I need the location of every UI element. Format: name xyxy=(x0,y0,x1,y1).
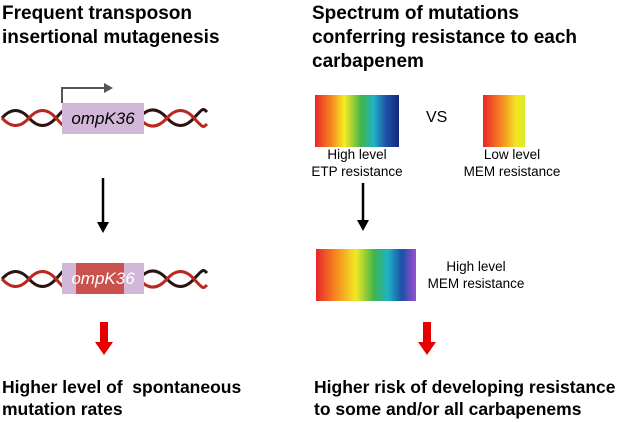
right-result-line2: to some and/or all carbapenems xyxy=(314,399,582,419)
red-arrow-right-icon xyxy=(418,322,436,355)
left-title-line1: Frequent transposon xyxy=(2,3,193,24)
left-result: Higher level of spontaneous mutation rat… xyxy=(2,376,241,420)
etp-label-line1: High level xyxy=(327,147,387,162)
right-title-line1: Spectrum of mutations xyxy=(312,3,519,24)
gene-label-bottom: ompK36 xyxy=(71,268,135,288)
mem-high-line2: MEM resistance xyxy=(427,276,525,291)
gene-label-top: ompK36 xyxy=(71,108,135,128)
mem-high-line1: High level xyxy=(446,259,506,274)
right-title: Spectrum of mutations conferring resista… xyxy=(312,2,577,74)
vs-label: VS xyxy=(426,109,448,126)
down-arrow-right-icon xyxy=(357,183,369,231)
left-title-line2: insertional mutagenesis xyxy=(2,27,220,48)
mem-high-spectrum-bar xyxy=(316,249,416,301)
right-title-line2: conferring resistance to each xyxy=(312,27,578,48)
mem-low-resistance-label: Low level MEM resistance xyxy=(460,146,564,180)
mem-high-resistance-label: High level MEM resistance xyxy=(424,258,528,292)
right-title-line3: carbapenem xyxy=(312,51,424,72)
red-arrow-left-icon xyxy=(95,322,113,355)
left-title: Frequent transposon insertional mutagene… xyxy=(2,2,220,50)
mem-low-spectrum-bar xyxy=(483,95,525,147)
etp-label-line2: ETP resistance xyxy=(311,164,403,179)
down-arrow-left-icon xyxy=(97,178,109,233)
mem-low-line2: MEM resistance xyxy=(463,164,561,179)
right-result-line1: Higher risk of developing resistance xyxy=(314,377,616,397)
transposon-insert xyxy=(76,263,124,294)
left-result-line1: Higher level of spontaneous xyxy=(2,377,242,397)
etp-spectrum-bar xyxy=(315,95,399,147)
gene-box-top xyxy=(62,103,144,134)
promoter-arrow-icon xyxy=(61,83,113,103)
left-result-line2: mutation rates xyxy=(2,399,123,419)
mem-low-line1: Low level xyxy=(483,147,541,162)
etp-resistance-label: High level ETP resistance xyxy=(307,146,407,180)
right-result: Higher risk of developing resistance to … xyxy=(314,376,615,420)
